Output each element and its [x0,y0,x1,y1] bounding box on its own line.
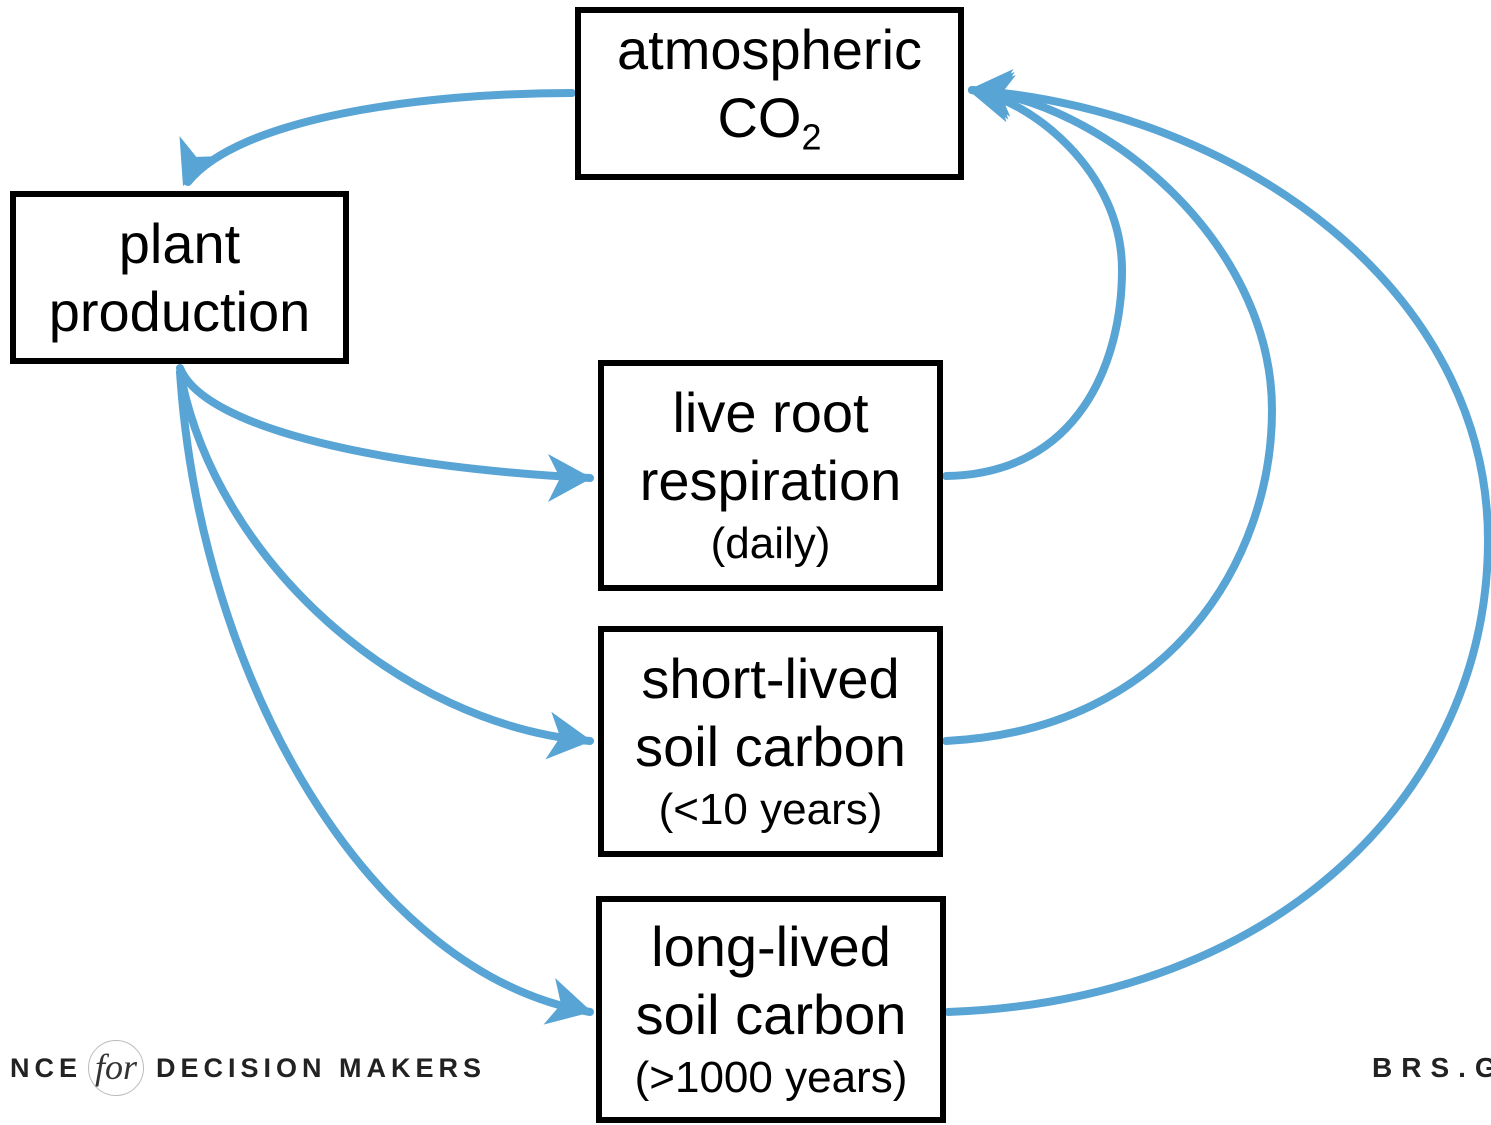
arrowhead-long-lived-soil-carbon [543,978,592,1025]
node-short-lived-soil-carbon: short-lived soil carbon (<10 years) [598,626,943,857]
edge-plant-production-to-short-lived-soil-carbon [176,368,594,745]
edge-long-lived-soil-carbon-to-atmospheric-co2 [944,86,1491,1016]
arrowhead-atmospheric-co2 [968,69,1014,117]
edge-plant-production-to-long-lived-soil-carbon [176,368,594,1016]
short-duration-note: (<10 years) [658,784,883,834]
plant-label: plant [118,211,241,275]
edge-plant-production-to-live-root-respiration [176,364,594,482]
live-root-label: live root [672,380,869,444]
co2-main: CO [717,85,802,149]
short-soil-carbon-label: soil carbon [635,714,906,778]
long-soil-carbon-label: soil carbon [635,982,907,1046]
arrowhead-plant-production [179,136,224,186]
footer-left-prefix: NCE [10,1052,83,1083]
arrowhead-short-lived-soil-carbon [545,711,592,760]
edge-short-lived-soil-carbon-to-atmospheric-co2 [942,86,1277,745]
for-logo-circle: for [88,1040,145,1096]
arrowhead-live-root-respiration [548,454,592,502]
node-plant-production: plant production [10,191,349,364]
daily-note: (daily) [710,518,831,568]
node-atmospheric-co2: atmospheric CO2 [575,7,964,180]
node-live-root-respiration: live root respiration (daily) [598,360,943,591]
production-label: production [48,279,311,343]
long-duration-note: (>1000 years) [634,1052,908,1102]
footer-left-suffix: DECISION MAKERS [156,1052,487,1083]
co2-subscript: 2 [801,116,822,158]
atmospheric-label: atmospheric [616,17,923,81]
short-lived-label: short-lived [641,646,900,710]
edge-atmospheric-co2-to-plant-production [184,89,576,186]
footer-left-branding: NCE for DECISION MAKERS [10,1040,486,1096]
node-long-lived-soil-carbon: long-lived soil carbon (>1000 years) [596,896,946,1123]
footer-right-branding: BRS.G [1372,1052,1491,1083]
co2-label: CO2 [717,84,821,172]
edge-live-root-respiration-to-atmospheric-co2 [942,86,1127,480]
long-lived-label: long-lived [651,914,891,978]
respiration-label: respiration [639,448,902,512]
